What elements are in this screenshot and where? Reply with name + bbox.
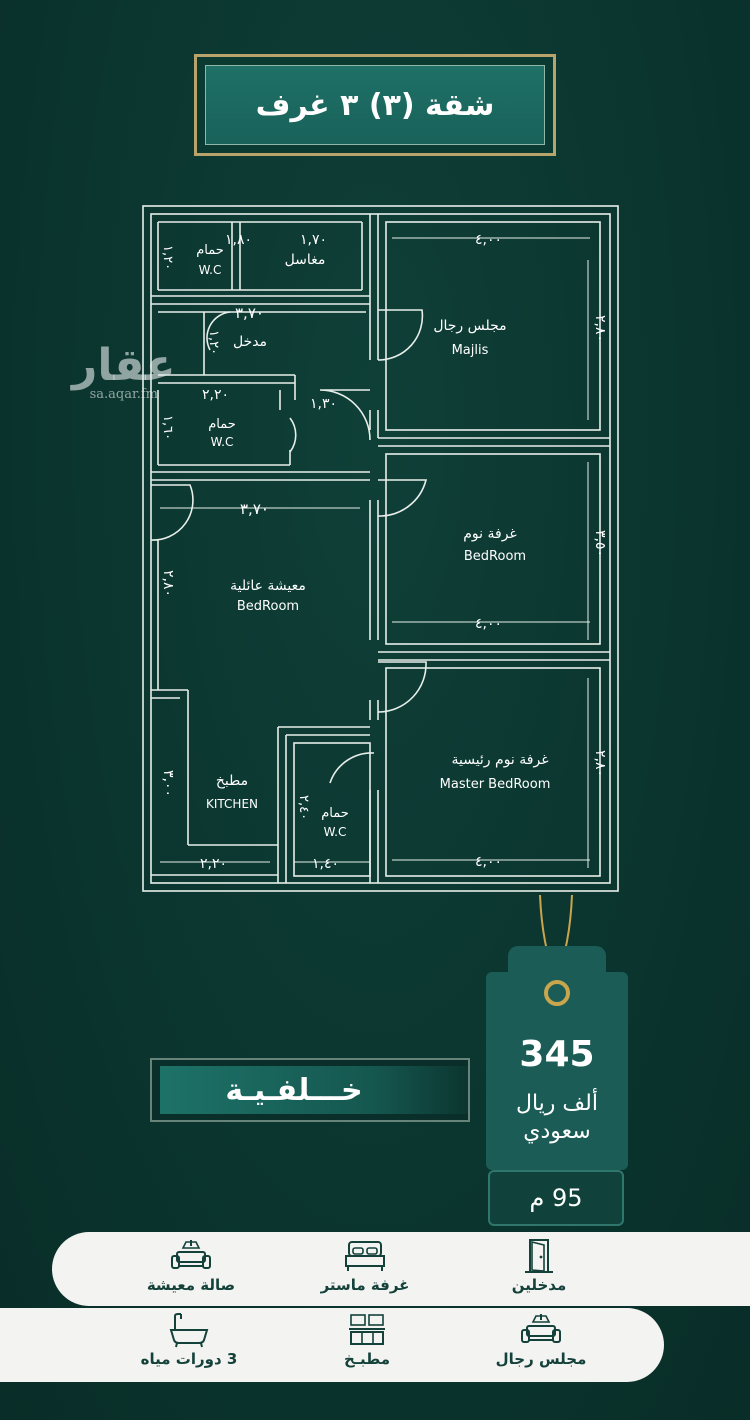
feature-item: 3 دورات مياه: [114, 1312, 264, 1368]
feature-label: غرفة ماستر: [320, 1276, 410, 1294]
room-kitchen-ar: مطبخ: [216, 773, 248, 789]
dim-label: ١,٣٠: [310, 396, 337, 412]
dim-label: ٢,٢٠: [202, 387, 229, 403]
watermark-url: sa.aqar.fm: [89, 387, 158, 402]
orientation-label-inner: خـــلفـيـة: [160, 1066, 468, 1114]
feature-label: مجلس رجال: [495, 1350, 587, 1368]
room-wc1-en: W.C: [199, 263, 222, 277]
area-value: 95 م: [529, 1184, 583, 1212]
room-kitchen-en: KITCHEN: [206, 797, 258, 811]
outer-wall-inner: [150, 213, 611, 884]
dim-label: ٢,٨٠: [592, 750, 608, 777]
price-unit: ألف ريال سعودي: [486, 1090, 628, 1146]
dim-label: ١,٢٠: [206, 330, 221, 355]
feature-label: 3 دورات مياه: [140, 1350, 238, 1368]
dim-label: ٤,٠٠: [475, 854, 502, 870]
majlis-sofa-icon: [521, 1314, 561, 1343]
dim-label: ١,٨٠: [225, 232, 252, 248]
feature-item: غرفة ماستر: [290, 1238, 440, 1294]
feature-label: صالة معيشة: [146, 1276, 236, 1294]
features-bar-bottom: [0, 1308, 664, 1382]
watermark: عقار sa.aqar.fm: [72, 340, 176, 402]
dim-label: ٣,٧٠: [240, 500, 269, 518]
dim-label: ٢,٢٠: [200, 856, 227, 872]
dim-label: ١,٦٠: [160, 415, 175, 440]
room-living-en: BedRoom: [237, 599, 299, 614]
floor-plan: ١,٨٠ ١,٧٠ ٤,٠٠ ٣,٧٠ ١,٣٠ ٢,٢٠ ٣,٧٠ ٤,٠٠ …: [130, 200, 630, 900]
price-unit-line1: ألف ريال: [515, 1091, 599, 1116]
title-plaque: شقة (٣) ٣ غرف: [194, 54, 556, 156]
orientation-text: خـــلفـيـة: [225, 1072, 363, 1108]
dim-label: ٣,٥٠: [592, 530, 608, 557]
room-wc1-ar: حمام: [196, 243, 224, 258]
dim-label: ٢,٤٠: [296, 795, 311, 820]
room-master-en: Master BedRoom: [440, 777, 551, 792]
dim-label: ٤,٠٠: [475, 616, 502, 632]
orientation-label: خـــلفـيـة: [150, 1058, 470, 1122]
room-wc2-en: W.C: [211, 435, 234, 449]
dim-label: ٤,٠٠: [475, 232, 502, 248]
room-living-ar: معيشة عائلية: [230, 578, 306, 594]
tag-ring: [544, 980, 570, 1006]
dim-label: ١,٢٠: [160, 245, 175, 270]
watermark-logo: عقار: [72, 340, 176, 391]
feature-label: مدخلين: [511, 1276, 567, 1294]
feature-item: مدخلين: [464, 1238, 614, 1294]
room-majlis-en: Majlis: [452, 343, 489, 358]
feature-label: مطبـخ: [344, 1350, 390, 1368]
bathtub-icon: [169, 1313, 209, 1348]
sofa-icon: [171, 1240, 211, 1269]
room-master-ar: غرفة نوم رئيسية: [451, 752, 548, 768]
floor-plan-drawing: ١,٨٠ ١,٧٠ ٤,٠٠ ٣,٧٠ ١,٣٠ ٢,٢٠ ٣,٧٠ ٤,٠٠ …: [142, 205, 619, 892]
room-sinks-ar: مغاسل: [285, 252, 326, 268]
dim-label: ٣,٠٠: [160, 770, 176, 797]
bed-icon: [345, 1241, 385, 1271]
dim-label: ٢,٨٠: [160, 570, 176, 597]
room-entry-ar: مدخل: [233, 334, 267, 350]
outer-wall: [142, 205, 619, 892]
kitchen-icon: [349, 1314, 385, 1345]
feature-item: مجلس رجال: [466, 1312, 616, 1368]
dim-label: ١,٧٠: [300, 232, 327, 248]
room-majlis-ar: مجلس رجال: [433, 318, 506, 334]
price-unit-line2: سعودي: [523, 1119, 591, 1144]
room-bedroom-ar: غرفة نوم: [463, 526, 517, 542]
features-bar-top: [52, 1232, 750, 1306]
page-title: شقة (٣) ٣ غرف: [255, 87, 495, 123]
price-value: 345: [519, 1034, 595, 1075]
dim-label: ٣,٧٠: [235, 304, 264, 322]
room-wc3-en: W.C: [324, 825, 347, 839]
title-plaque-inner: شقة (٣) ٣ غرف: [205, 65, 545, 145]
feature-item: صالة معيشة: [116, 1238, 266, 1294]
dim-label: ١,٤٠: [312, 856, 339, 872]
room-wc2-ar: حمام: [208, 417, 236, 432]
room-wc3-ar: حمام: [321, 806, 349, 821]
door-icon: [525, 1239, 553, 1273]
room-bedroom-en: BedRoom: [464, 549, 526, 564]
feature-item: مطبـخ: [292, 1312, 442, 1368]
dim-label: ٢,٨٠: [592, 315, 608, 342]
price-tag: 345 ألف ريال سعودي: [486, 946, 628, 1170]
area-badge: 95 م: [488, 1170, 624, 1226]
